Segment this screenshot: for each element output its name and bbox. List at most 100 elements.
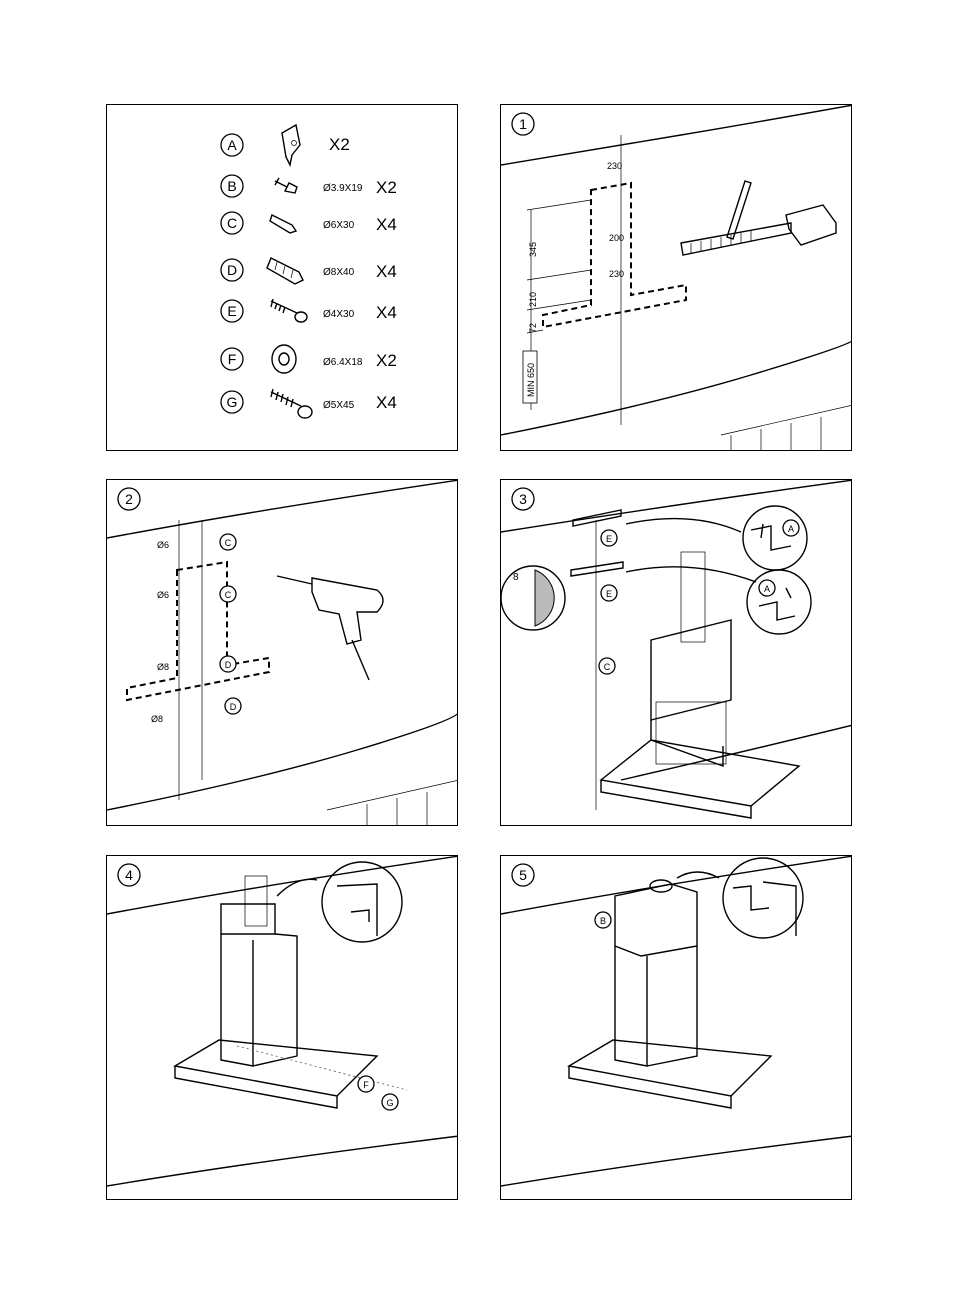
step-1-svg: 1 230 200 230 345 210 72 MIN 650 <box>501 105 851 450</box>
ceiling-line <box>107 856 457 915</box>
hole-size-label: Ø6 <box>157 540 169 550</box>
detail-chimney-clip <box>321 861 403 943</box>
step-number-circle <box>511 112 535 136</box>
lower-bracket <box>570 561 624 577</box>
part-qty: X4 <box>376 393 397 412</box>
bracket-outline <box>542 181 687 329</box>
ceiling-line <box>501 105 851 166</box>
small-screw-icon <box>274 177 298 194</box>
part-letter-circle <box>220 133 244 157</box>
worktop-line <box>107 713 457 811</box>
ceiling-line <box>107 480 457 539</box>
detail-bracket-2: A <box>746 569 812 635</box>
dim-low-width: 230 <box>609 269 624 279</box>
arrow-to-detail <box>276 878 318 897</box>
worktop-line <box>107 1135 457 1187</box>
step-number: 3 <box>519 491 527 507</box>
wall-bracket-icon <box>281 123 301 168</box>
min-height-box <box>522 350 538 404</box>
part-size: Ø3.9X19 <box>323 183 363 194</box>
part-size: Ø5X45 <box>323 400 355 411</box>
part-row-f: F Ø6.4X18 X2 <box>220 344 397 374</box>
dim-h2: 210 <box>528 292 538 307</box>
part-row-g: G Ø5X45 X4 <box>220 388 397 419</box>
part-callout: C <box>225 538 232 548</box>
part-qty: X2 <box>376 178 397 197</box>
detail-top-clip <box>722 857 804 939</box>
drill-hole-group: Ø6 Ø6 Ø8 Ø8 C C D D <box>151 533 242 724</box>
part-row-b: B Ø3.9X19 X2 <box>220 174 397 198</box>
part-qty: X2 <box>376 351 397 370</box>
part-qty: X2 <box>329 135 350 154</box>
worktop-line <box>620 724 851 781</box>
dim-h1: 345 <box>528 242 538 257</box>
part-size: Ø8X40 <box>323 267 355 278</box>
part-letter: E <box>227 303 236 319</box>
part-size: Ø6.4X18 <box>323 357 363 368</box>
chimney <box>614 879 698 1067</box>
part-size: Ø4X30 <box>323 309 355 320</box>
detail-bracket-1: A <box>742 505 808 571</box>
center-line <box>178 520 203 800</box>
part-qty: X4 <box>376 303 397 322</box>
dim-mid-width: 200 <box>609 233 624 243</box>
part-callout: E <box>606 534 612 544</box>
part-callout: C <box>225 590 232 600</box>
detail-wall-plug: 8 <box>501 565 566 631</box>
step-1-panel: 1 230 200 230 345 210 72 MIN 650 <box>500 104 852 451</box>
step-2-svg: 2 Ø6 Ø6 Ø8 Ø8 C C D D <box>107 480 457 825</box>
part-letter: B <box>227 178 236 194</box>
arrow-to-detail <box>625 517 742 533</box>
hood-body <box>599 551 801 819</box>
hole-size-label: Ø8 <box>157 662 169 672</box>
washer-icon <box>271 344 297 374</box>
lower-cabinets <box>720 405 851 450</box>
part-callout: D <box>225 660 232 670</box>
detail-dimension: 8 <box>513 572 519 583</box>
part-callout: A <box>764 584 770 594</box>
dimension-lines <box>526 199 592 410</box>
part-qty: X4 <box>376 262 397 281</box>
lower-cabinets <box>326 780 457 825</box>
ceiling-line <box>501 480 851 533</box>
part-row-c: C Ø6X30 X4 <box>220 211 397 235</box>
part-letter: A <box>227 137 237 153</box>
tape-measure-icon <box>680 204 837 256</box>
worktop-line <box>501 340 851 436</box>
screw-guide <box>236 1045 408 1091</box>
hood-canopy <box>173 1039 379 1109</box>
upper-bracket <box>572 509 622 527</box>
part-callout: E <box>606 589 612 599</box>
part-row-d: D Ø8X40 X4 <box>220 257 397 285</box>
bracket-outline <box>126 560 270 702</box>
part-callout: B <box>600 916 606 926</box>
step-number: 2 <box>125 491 133 507</box>
part-letter: G <box>227 394 238 410</box>
hole-size-label: Ø8 <box>151 714 163 724</box>
part-letter: F <box>228 351 237 367</box>
step-number: 5 <box>519 867 527 883</box>
step-3-panel: 3 E E C A A 8 <box>500 479 852 826</box>
hood-canopy <box>567 1039 773 1109</box>
part-qty: X4 <box>376 215 397 234</box>
part-callout: C <box>604 662 611 672</box>
step-5-panel: 5 B <box>500 855 852 1200</box>
part-callout: F <box>363 1080 369 1090</box>
part-letter: C <box>227 215 237 231</box>
step-4-panel: 4 F G <box>106 855 458 1200</box>
part-callout: G <box>386 1098 393 1108</box>
screw-icon <box>270 298 308 323</box>
part-letter: D <box>227 262 237 278</box>
arrow-to-detail <box>625 566 757 583</box>
parts-legend-svg: A X2 B Ø3.9X19 X2 C Ø6X30 X4 <box>220 123 397 419</box>
part-callout: A <box>788 524 794 534</box>
dim-top-width: 230 <box>607 161 622 171</box>
large-wall-plug-icon <box>266 257 304 285</box>
step-5-svg: 5 B <box>501 856 851 1187</box>
parts-legend-panel: A X2 B Ø3.9X19 X2 C Ø6X30 X4 <box>106 104 458 451</box>
dim-h3: 72 <box>528 323 538 333</box>
worktop-line <box>501 1135 851 1187</box>
step-number: 1 <box>519 116 527 132</box>
drill-icon <box>276 575 384 681</box>
part-size: Ø6X30 <box>323 220 355 231</box>
